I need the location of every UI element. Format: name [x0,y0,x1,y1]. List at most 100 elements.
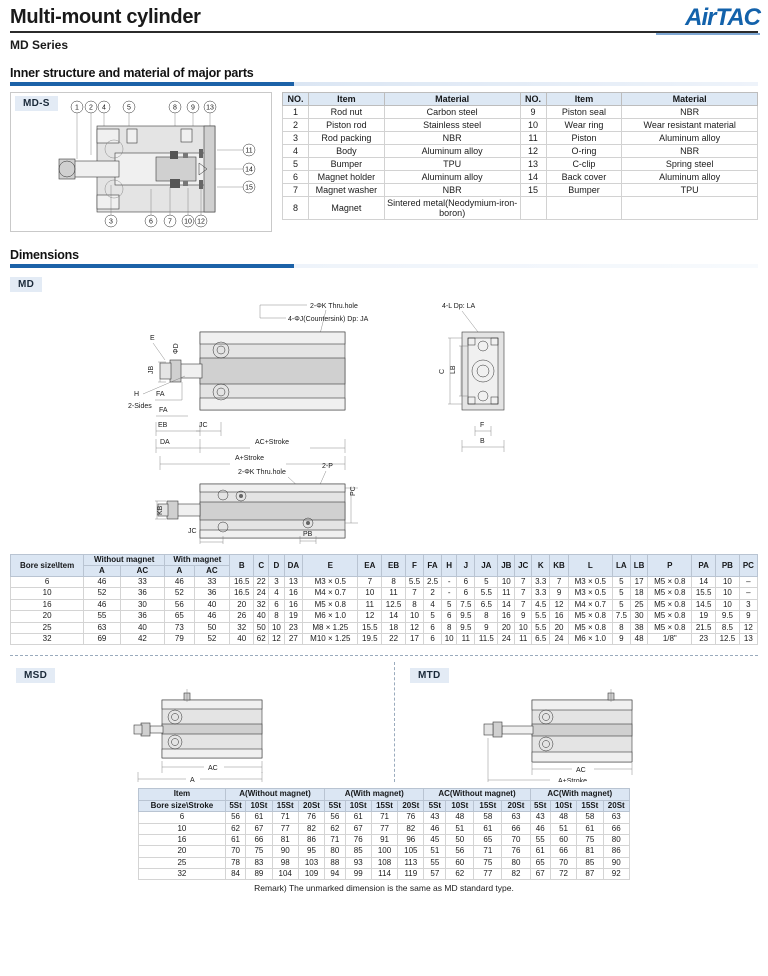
table-cell: 43 [423,811,447,824]
table-cell: 2 [423,587,443,600]
inner-structure-heading: Inner structure and material of major pa… [10,66,254,80]
table-cell: M5 × 0.8 [567,621,613,634]
table-cell: 10 [268,621,285,634]
table-cell: M4 × 0.7 [302,587,359,600]
dim-subcol-3: AC [193,565,231,577]
table-cell: 36 [119,610,166,623]
fa-label-1: FA [156,391,165,398]
stroke-subcol-5St: 5St [224,799,247,813]
stroke-table-wrap: Item A(Without magnet) A(With magnet) AC… [0,788,768,881]
table-cell: 7 [357,575,383,589]
table-cell: 58 [576,811,604,824]
pc-label: PC [350,486,357,496]
stroke-table: Item A(Without magnet) A(With magnet) AC… [138,788,631,881]
stroke-group-a-with: A(With magnet) [324,788,425,801]
table-cell: 114 [370,868,399,881]
eb-label: EB [158,422,168,429]
table-cell: 86 [602,845,631,858]
table-cell: 88 [324,856,346,870]
table-cell: 90 [271,845,299,858]
table-cell: M6 × 1.0 [567,632,613,646]
table-cell: 8 [441,621,458,634]
table-cell: 46 [164,575,195,589]
table-cell: 61 [529,845,551,858]
table-cell: 109 [297,868,326,881]
table-cell: 8 [282,196,309,220]
msd-mtd-vertical-divider [394,662,395,783]
table-cell: 32 [138,868,226,881]
table-cell: 7 [404,587,425,600]
table-cell: 38 [629,621,649,634]
airtac-logo: AirTAC [685,4,761,31]
stroke-subcol-20St: 20St [602,799,631,813]
table-cell: 5.5 [531,610,551,623]
table-cell: 13 [519,157,547,171]
table-cell: M3 × 0.5 [567,587,613,600]
table-cell: 16.5 [229,575,255,589]
table-cell: 79 [164,632,195,646]
dim-col-kb: KB [549,554,569,577]
table-cell: 20 [549,621,569,634]
table-cell: 10 [441,632,458,646]
table-cell: 6 [268,598,285,612]
table-cell: 77 [370,822,399,835]
dim-col-d: D [268,554,285,577]
table-cell: 11 [497,587,516,600]
table-cell: 65 [473,833,503,847]
table-cell: 7 [514,587,533,600]
dim-col-lb: LB [629,554,649,577]
b-label: B [480,438,485,445]
stroke-header-row-1: Item A(Without magnet) A(With magnet) AC… [138,788,630,801]
dim-header-row-1: Bore size\Item Without magnet With magne… [9,554,759,577]
table-cell: 85 [344,845,372,858]
svg-text:11: 11 [245,148,252,155]
table-cell: 5.5 [531,621,551,634]
table-cell: 7 [282,183,309,197]
dim-col-l: L [567,554,613,577]
table-cell: M5 × 0.8 [647,587,693,600]
table-cell: 30 [119,598,166,612]
table-cell: 96 [397,833,425,847]
table-cell: 4 [268,587,285,600]
table-cell: 14 [691,575,717,589]
table-cell: 10 [357,587,383,600]
table-cell: 76 [397,811,425,824]
dim-col-h: H [441,554,458,577]
table-cell: 51 [445,822,475,835]
material-table-header-row: NO. Item Material NO. Item Material [282,92,758,106]
table-cell: 113 [397,856,425,870]
table-cell: 77 [473,868,503,881]
c-label: C [439,369,446,374]
table-cell: 10 [514,621,533,634]
dim-subcol-1: AC [119,565,166,577]
table-cell: Piston rod [307,118,385,132]
table-cell [621,196,758,220]
table-cell: 5 [282,157,309,171]
table-cell: Aluminum alloy [621,170,758,184]
table-cell: 50 [445,833,475,847]
table-cell: 76 [501,845,531,858]
table-cell: 40 [119,621,166,634]
table-cell: 75 [473,856,503,870]
table-cell: 25 [138,856,226,870]
stroke-subcol-5St: 5St [529,799,551,813]
table-cell: 11 [381,587,406,600]
table-cell: 1/8" [647,632,693,646]
table-cell: 19.5 [357,632,383,646]
table-cell: 62 [253,632,270,646]
table-cell: 55 [423,856,447,870]
table-cell: 9.5 [715,610,740,623]
table-cell: 103 [297,856,326,870]
table-cell: O-ring [545,144,623,158]
table-cell: 33 [193,575,231,589]
kb-label: KB [157,505,164,515]
table-cell: 8 [268,610,285,623]
